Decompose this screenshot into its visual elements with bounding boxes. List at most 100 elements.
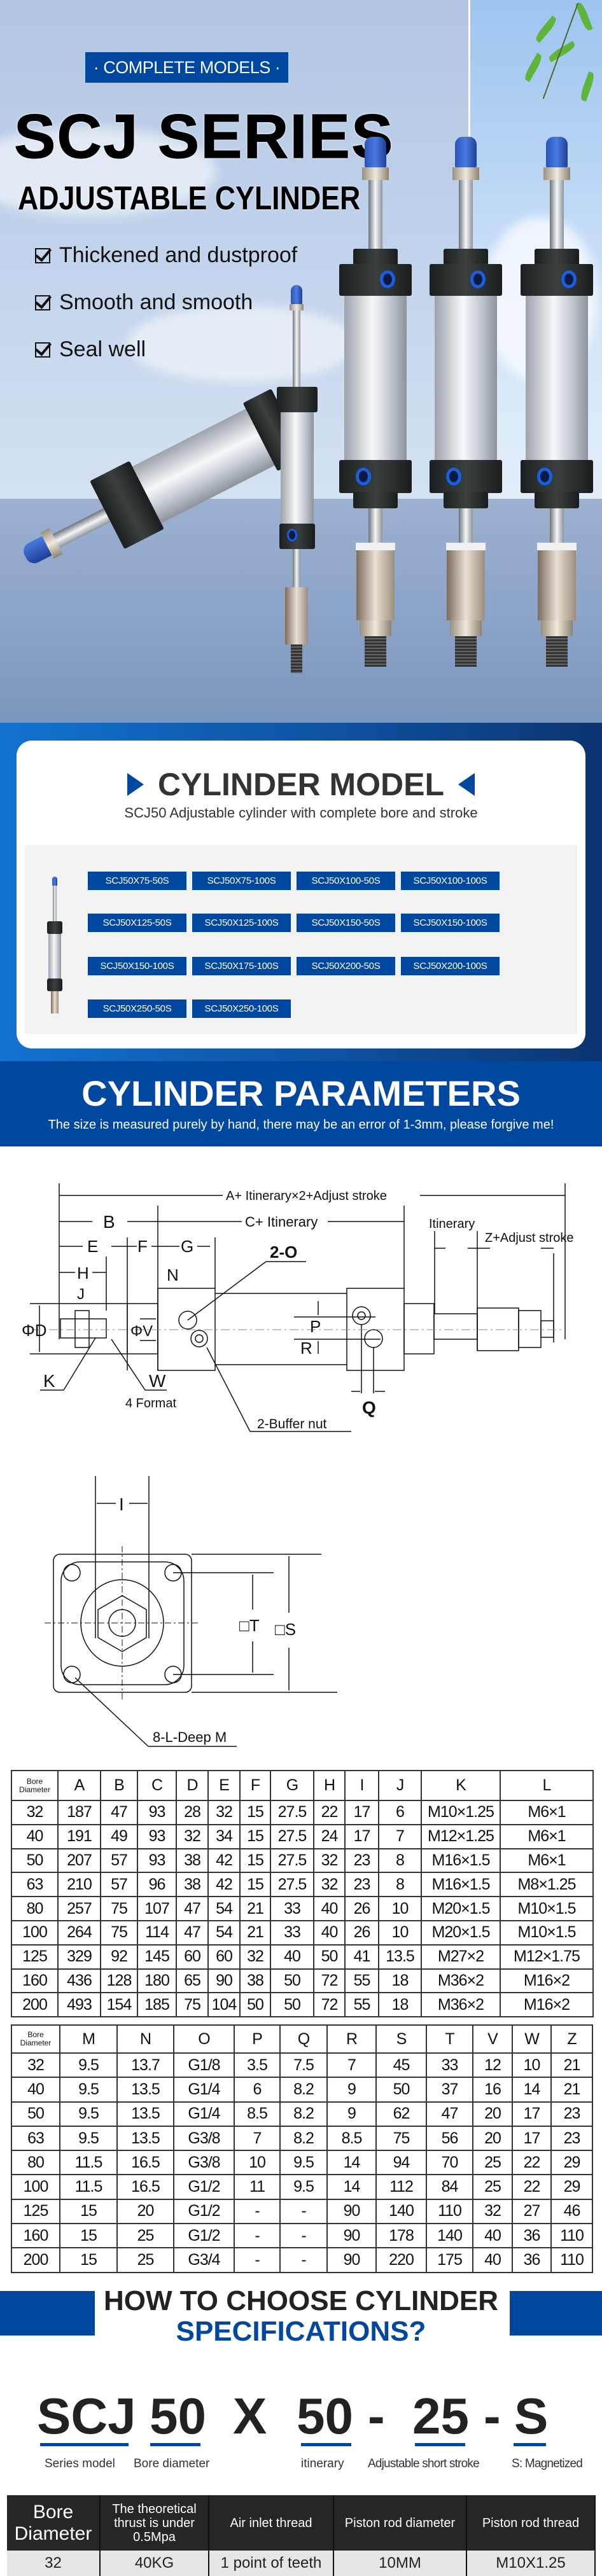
table-cell: 9.5 bbox=[59, 2052, 118, 2078]
cylinder-product-image bbox=[430, 137, 502, 668]
table-cell: 29 bbox=[550, 2174, 593, 2200]
table-cell: 45 bbox=[375, 2052, 427, 2078]
table-cell: 56 bbox=[426, 2125, 473, 2152]
table-cell: 6 bbox=[378, 1800, 422, 1825]
table-cell: 104 bbox=[207, 1992, 241, 2018]
table-cell: 17 bbox=[344, 1823, 379, 1849]
table-cell: 32 bbox=[207, 1800, 241, 1825]
dimension-label-z: Z+Adjust stroke bbox=[485, 1231, 574, 1245]
table-cell: 25 bbox=[472, 2174, 513, 2200]
deep-m-label: 8-L-Deep M bbox=[153, 1729, 227, 1745]
table-cell: 37 bbox=[426, 2077, 473, 2103]
model-section-title: CYLINDER MODEL bbox=[0, 766, 602, 803]
underline bbox=[150, 2443, 200, 2446]
model-option-button[interactable]: SCJ50X200-50S bbox=[297, 957, 395, 975]
table-cell: 93 bbox=[137, 1823, 177, 1849]
table-cell: 72 bbox=[313, 1968, 346, 1994]
column-header: Piston rod thread bbox=[466, 2495, 596, 2551]
table-cell: 25 bbox=[116, 2223, 174, 2249]
table-cell: G1/2 bbox=[173, 2174, 235, 2200]
table-cell: 13.7 bbox=[116, 2052, 174, 2078]
table-cell: 57 bbox=[100, 1872, 138, 1898]
table-cell: 65 bbox=[176, 1968, 209, 1994]
dimension-label-q: Q bbox=[362, 1398, 376, 1417]
table-cell: 200 bbox=[11, 1992, 59, 2018]
table-cell: 22 bbox=[512, 2150, 552, 2176]
table-cell: G3/4 bbox=[173, 2247, 235, 2273]
table-cell: 1 point of teeth bbox=[209, 2551, 334, 2576]
model-option-button[interactable]: SCJ50X150-100S bbox=[88, 957, 186, 975]
model-option-button[interactable]: SCJ50X175-100S bbox=[192, 957, 291, 975]
table-cell: 114 bbox=[137, 1919, 177, 1946]
magnetized-label: S: Magnetized bbox=[512, 2457, 583, 2470]
table-cell: 15 bbox=[239, 1823, 271, 1849]
table-cell: 40 bbox=[313, 1896, 346, 1921]
dimension-label-i: I bbox=[119, 1494, 124, 1514]
cylinder-thumbnail-image bbox=[47, 877, 62, 1013]
table-cell: 8.5 bbox=[326, 2125, 377, 2152]
table-cell: 15 bbox=[59, 2223, 118, 2249]
column-header: Bore Diameter bbox=[11, 2024, 60, 2054]
table-cell: M16×2 bbox=[500, 1968, 594, 1994]
cylinder-product-image bbox=[339, 137, 412, 668]
table-cell: 72 bbox=[313, 1992, 346, 2018]
dimension-label-p: P bbox=[310, 1317, 321, 1336]
code-dash: - bbox=[484, 2388, 501, 2444]
table-cell: 18 bbox=[378, 1992, 422, 2018]
model-option-button[interactable]: SCJ50X150-100S bbox=[401, 914, 500, 932]
table-cell: 11.5 bbox=[59, 2174, 118, 2200]
model-option-button[interactable]: SCJ50X250-100S bbox=[192, 999, 291, 1018]
table-cell: 128 bbox=[100, 1968, 138, 1994]
model-option-button[interactable]: SCJ50X125-50S bbox=[88, 914, 186, 932]
model-option-button[interactable]: SCJ50X150-50S bbox=[297, 914, 395, 932]
parameters-banner bbox=[0, 1061, 602, 1146]
table-cell: M10×1.5 bbox=[500, 1919, 594, 1946]
feature-item: Seal well bbox=[35, 337, 146, 362]
table-cell: 41 bbox=[344, 1944, 379, 1970]
table-cell: 436 bbox=[57, 1968, 101, 1994]
table-cell: 21 bbox=[550, 2077, 593, 2103]
table-cell: 15 bbox=[59, 2247, 118, 2273]
table-cell: 34 bbox=[207, 1823, 241, 1849]
table-cell: 62 bbox=[375, 2101, 427, 2127]
itinerary-label: itinerary bbox=[301, 2457, 344, 2470]
model-option-button[interactable]: SCJ50X250-50S bbox=[88, 999, 186, 1018]
dimension-label-e: E bbox=[87, 1237, 98, 1256]
table-cell: 191 bbox=[57, 1823, 101, 1849]
table-cell: 180 bbox=[137, 1968, 177, 1994]
model-option-button[interactable]: SCJ50X75-100S bbox=[192, 872, 291, 890]
table-cell: 38 bbox=[176, 1848, 209, 1874]
table-cell: 7 bbox=[234, 2125, 281, 2152]
column-header: J bbox=[378, 1770, 422, 1801]
cloud-decoration bbox=[0, 127, 216, 216]
table-cell: 20 bbox=[116, 2198, 174, 2225]
column-header: L bbox=[500, 1770, 594, 1801]
table-cell: 27.5 bbox=[270, 1872, 314, 1898]
table-cell: G1/4 bbox=[173, 2077, 235, 2103]
model-option-button[interactable]: SCJ50X100-100S bbox=[401, 872, 500, 890]
model-option-button[interactable]: SCJ50X100-50S bbox=[297, 872, 395, 890]
model-title-text: CYLINDER MODEL bbox=[158, 767, 444, 802]
table-cell: 80 bbox=[11, 2150, 60, 2176]
table-cell: M16×1.5 bbox=[421, 1848, 501, 1874]
table-cell: 27.5 bbox=[270, 1823, 314, 1849]
table-cell: 40 bbox=[11, 1823, 59, 1849]
column-header: H bbox=[313, 1770, 346, 1801]
model-option-button[interactable]: SCJ50X125-100S bbox=[192, 914, 291, 932]
model-option-button[interactable]: SCJ50X200-100S bbox=[401, 957, 500, 975]
table-cell: 125 bbox=[11, 1944, 59, 1970]
table-cell: 8.2 bbox=[279, 2125, 328, 2152]
model-option-button[interactable]: SCJ50X75-50S bbox=[88, 872, 186, 890]
table-cell: 7 bbox=[378, 1823, 422, 1849]
column-header: Bore Diameter bbox=[11, 1770, 59, 1801]
table-cell: 47 bbox=[176, 1919, 209, 1946]
table-cell: 50 bbox=[375, 2077, 427, 2103]
table-cell: 110 bbox=[550, 2223, 593, 2249]
how-to-subtitle: SPECIFICATIONS? bbox=[176, 2316, 426, 2347]
table-cell: 32 bbox=[11, 2052, 60, 2078]
dimension-label-j: J bbox=[77, 1286, 85, 1303]
